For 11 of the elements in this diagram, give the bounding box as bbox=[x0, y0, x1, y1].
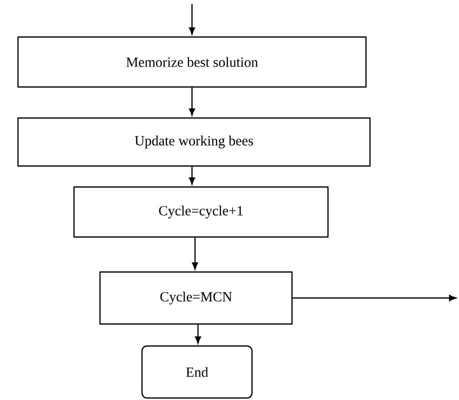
arrow bbox=[188, 4, 196, 35]
arrow bbox=[192, 238, 198, 270]
arrow bbox=[188, 166, 196, 185]
arrow bbox=[292, 294, 456, 302]
process-box: Memorize best solution bbox=[17, 36, 367, 88]
arrow bbox=[194, 324, 202, 344]
process-box: Update working bees bbox=[17, 117, 371, 167]
end-box: End bbox=[141, 345, 253, 399]
arrow bbox=[188, 88, 196, 116]
process-box: Cycle=cycle+1 bbox=[73, 186, 329, 238]
process-box: Cycle=MCN bbox=[99, 271, 293, 325]
